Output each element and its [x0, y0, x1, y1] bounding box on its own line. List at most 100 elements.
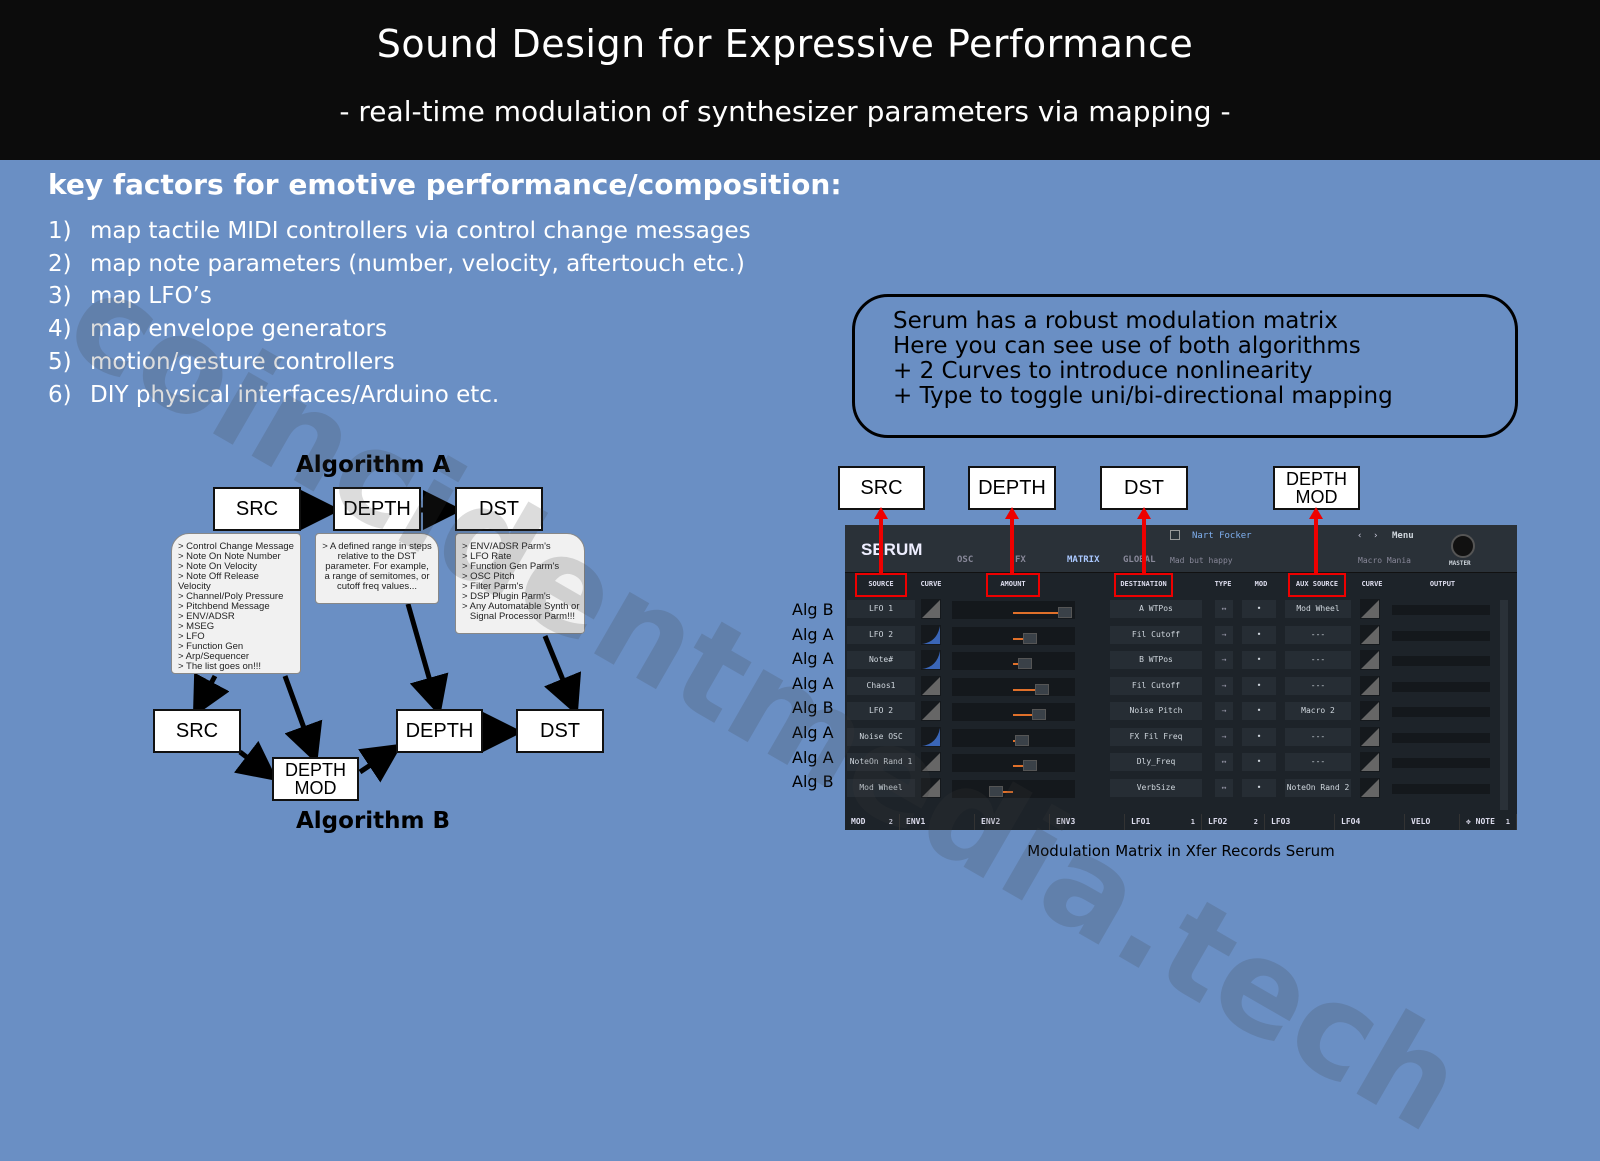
mod-cell[interactable]: • — [1242, 702, 1276, 720]
type-toggle[interactable]: → — [1215, 702, 1233, 720]
matrix-scrollbar[interactable] — [1500, 600, 1508, 810]
curve-icon[interactable] — [1360, 726, 1380, 747]
amount-handle[interactable] — [988, 785, 1003, 797]
mod-cell[interactable]: • — [1242, 778, 1276, 797]
amount-slider[interactable] — [952, 601, 1075, 619]
type-toggle[interactable]: ↔ — [1215, 778, 1233, 797]
curve-icon[interactable] — [921, 777, 941, 798]
amount-slider[interactable] — [952, 652, 1075, 670]
curve-icon[interactable] — [1360, 599, 1380, 619]
destination-cell[interactable]: VerbSize — [1110, 778, 1202, 797]
dst-list-item: Signal Processor Parm!!! — [462, 611, 575, 622]
aux-source-cell[interactable]: --- — [1285, 727, 1351, 746]
aux-source-cell[interactable]: Mod Wheel — [1285, 600, 1351, 618]
curve-icon[interactable] — [921, 675, 941, 696]
amount-handle[interactable] — [1058, 607, 1073, 618]
type-toggle[interactable]: → — [1215, 727, 1233, 746]
header-output: OUTPUT — [1429, 580, 1456, 588]
aux-source-cell[interactable]: Macro 2 — [1285, 702, 1351, 720]
bottom-tab-velo[interactable]: VELO — [1405, 814, 1460, 830]
matrix-row: LFO 1 A WTPos ↔ • Mod Wheel — [845, 598, 1495, 620]
curve-icon[interactable] — [1360, 777, 1380, 798]
destination-cell[interactable]: A WTPos — [1110, 600, 1202, 618]
tab-count: 2 — [1253, 818, 1258, 826]
curve-icon[interactable] — [921, 599, 941, 619]
source-cell[interactable]: Noise OSC — [847, 727, 915, 746]
next-preset-button[interactable]: › — [1373, 531, 1379, 541]
master-knob[interactable] — [1451, 534, 1475, 558]
mod-cell[interactable]: • — [1242, 651, 1276, 669]
dst-list-item: > ENV/ADSR Parm's — [462, 541, 551, 552]
tab-fx[interactable]: FX — [1015, 555, 1026, 565]
amount-slider[interactable] — [952, 677, 1075, 696]
mod-cell[interactable]: • — [1242, 753, 1276, 771]
menu-button[interactable]: Menu — [1392, 531, 1414, 541]
amount-handle[interactable] — [1023, 760, 1038, 771]
bottom-tab-lfo3[interactable]: LFO3 — [1265, 814, 1335, 830]
amount-handle[interactable] — [1014, 734, 1029, 746]
curve-icon[interactable] — [921, 650, 941, 670]
source-cell[interactable]: Note# — [847, 651, 915, 669]
preset-name[interactable]: Nart Focker — [1192, 531, 1252, 541]
alg-label: Alg A — [792, 747, 834, 767]
type-toggle[interactable]: ↔ — [1215, 753, 1233, 771]
tab-osc[interactable]: OSC — [957, 555, 974, 565]
curve-icon[interactable] — [1360, 752, 1380, 772]
curve-icon[interactable] — [1360, 701, 1380, 721]
aux-source-cell[interactable]: --- — [1285, 651, 1351, 669]
source-cell[interactable]: LFO 1 — [847, 600, 915, 618]
destination-cell[interactable]: Fil Cutoff — [1110, 625, 1202, 644]
curve-icon[interactable] — [1360, 675, 1380, 696]
mod-cell[interactable]: • — [1242, 600, 1276, 618]
prev-preset-button[interactable]: ‹ — [1357, 531, 1363, 541]
aux-source-cell[interactable]: --- — [1285, 625, 1351, 644]
amount-handle[interactable] — [1032, 709, 1047, 720]
amount-slider[interactable] — [952, 728, 1075, 747]
amount-slider[interactable] — [952, 626, 1075, 645]
source-cell[interactable]: Chaos1 — [847, 676, 915, 695]
amount-handle[interactable] — [1017, 658, 1032, 669]
source-cell[interactable]: LFO 2 — [847, 702, 915, 720]
curve-icon[interactable] — [921, 752, 941, 772]
destination-cell[interactable]: Fil Cutoff — [1110, 676, 1202, 695]
tab-global[interactable]: GLOBAL — [1123, 555, 1156, 565]
destination-cell[interactable]: Noise Pitch — [1110, 702, 1202, 720]
aux-source-cell[interactable]: --- — [1285, 676, 1351, 695]
amount-handle[interactable] — [1035, 683, 1049, 695]
bottom-tab-env3[interactable]: ENV3 — [1050, 814, 1125, 830]
curve-icon[interactable] — [921, 701, 941, 721]
type-toggle[interactable]: → — [1215, 651, 1233, 669]
mod-cell[interactable]: • — [1242, 727, 1276, 746]
aux-source-cell[interactable]: --- — [1285, 753, 1351, 771]
destination-cell[interactable]: FX Fil Freq — [1110, 727, 1202, 746]
tab-label: ENV2 — [981, 817, 1001, 826]
curve-icon[interactable] — [1360, 624, 1380, 645]
destination-cell[interactable]: Dly_Freq — [1110, 753, 1202, 771]
curve-icon[interactable] — [921, 624, 941, 645]
bottom-tab-env2[interactable]: ENV2 — [975, 814, 1050, 830]
destination-cell[interactable]: B WTPos — [1110, 651, 1202, 669]
tab-matrix[interactable]: MATRIX — [1067, 555, 1100, 565]
curve-icon[interactable] — [1360, 650, 1380, 670]
source-cell[interactable]: Mod Wheel — [847, 778, 915, 797]
type-toggle[interactable]: ↔ — [1215, 600, 1233, 618]
bottom-tab-env1[interactable]: ENV1 — [900, 814, 975, 830]
bottom-tab-lfo4[interactable]: LFO4 — [1335, 814, 1405, 830]
type-toggle[interactable]: → — [1215, 676, 1233, 695]
amount-slider[interactable] — [952, 703, 1075, 721]
aux-source-cell[interactable]: NoteOn Rand 2 — [1285, 778, 1351, 797]
source-cell[interactable]: NoteOn Rand 1 — [847, 753, 915, 771]
amount-slider[interactable] — [952, 754, 1075, 772]
mod-cell[interactable]: • — [1242, 625, 1276, 644]
save-icon[interactable] — [1170, 530, 1180, 540]
mod-cell[interactable]: • — [1242, 676, 1276, 695]
source-cell[interactable]: LFO 2 — [847, 625, 915, 644]
amount-handle[interactable] — [1023, 632, 1038, 644]
type-toggle[interactable]: → — [1215, 625, 1233, 644]
amount-slider[interactable] — [952, 779, 1075, 798]
curve-icon[interactable] — [921, 726, 941, 747]
